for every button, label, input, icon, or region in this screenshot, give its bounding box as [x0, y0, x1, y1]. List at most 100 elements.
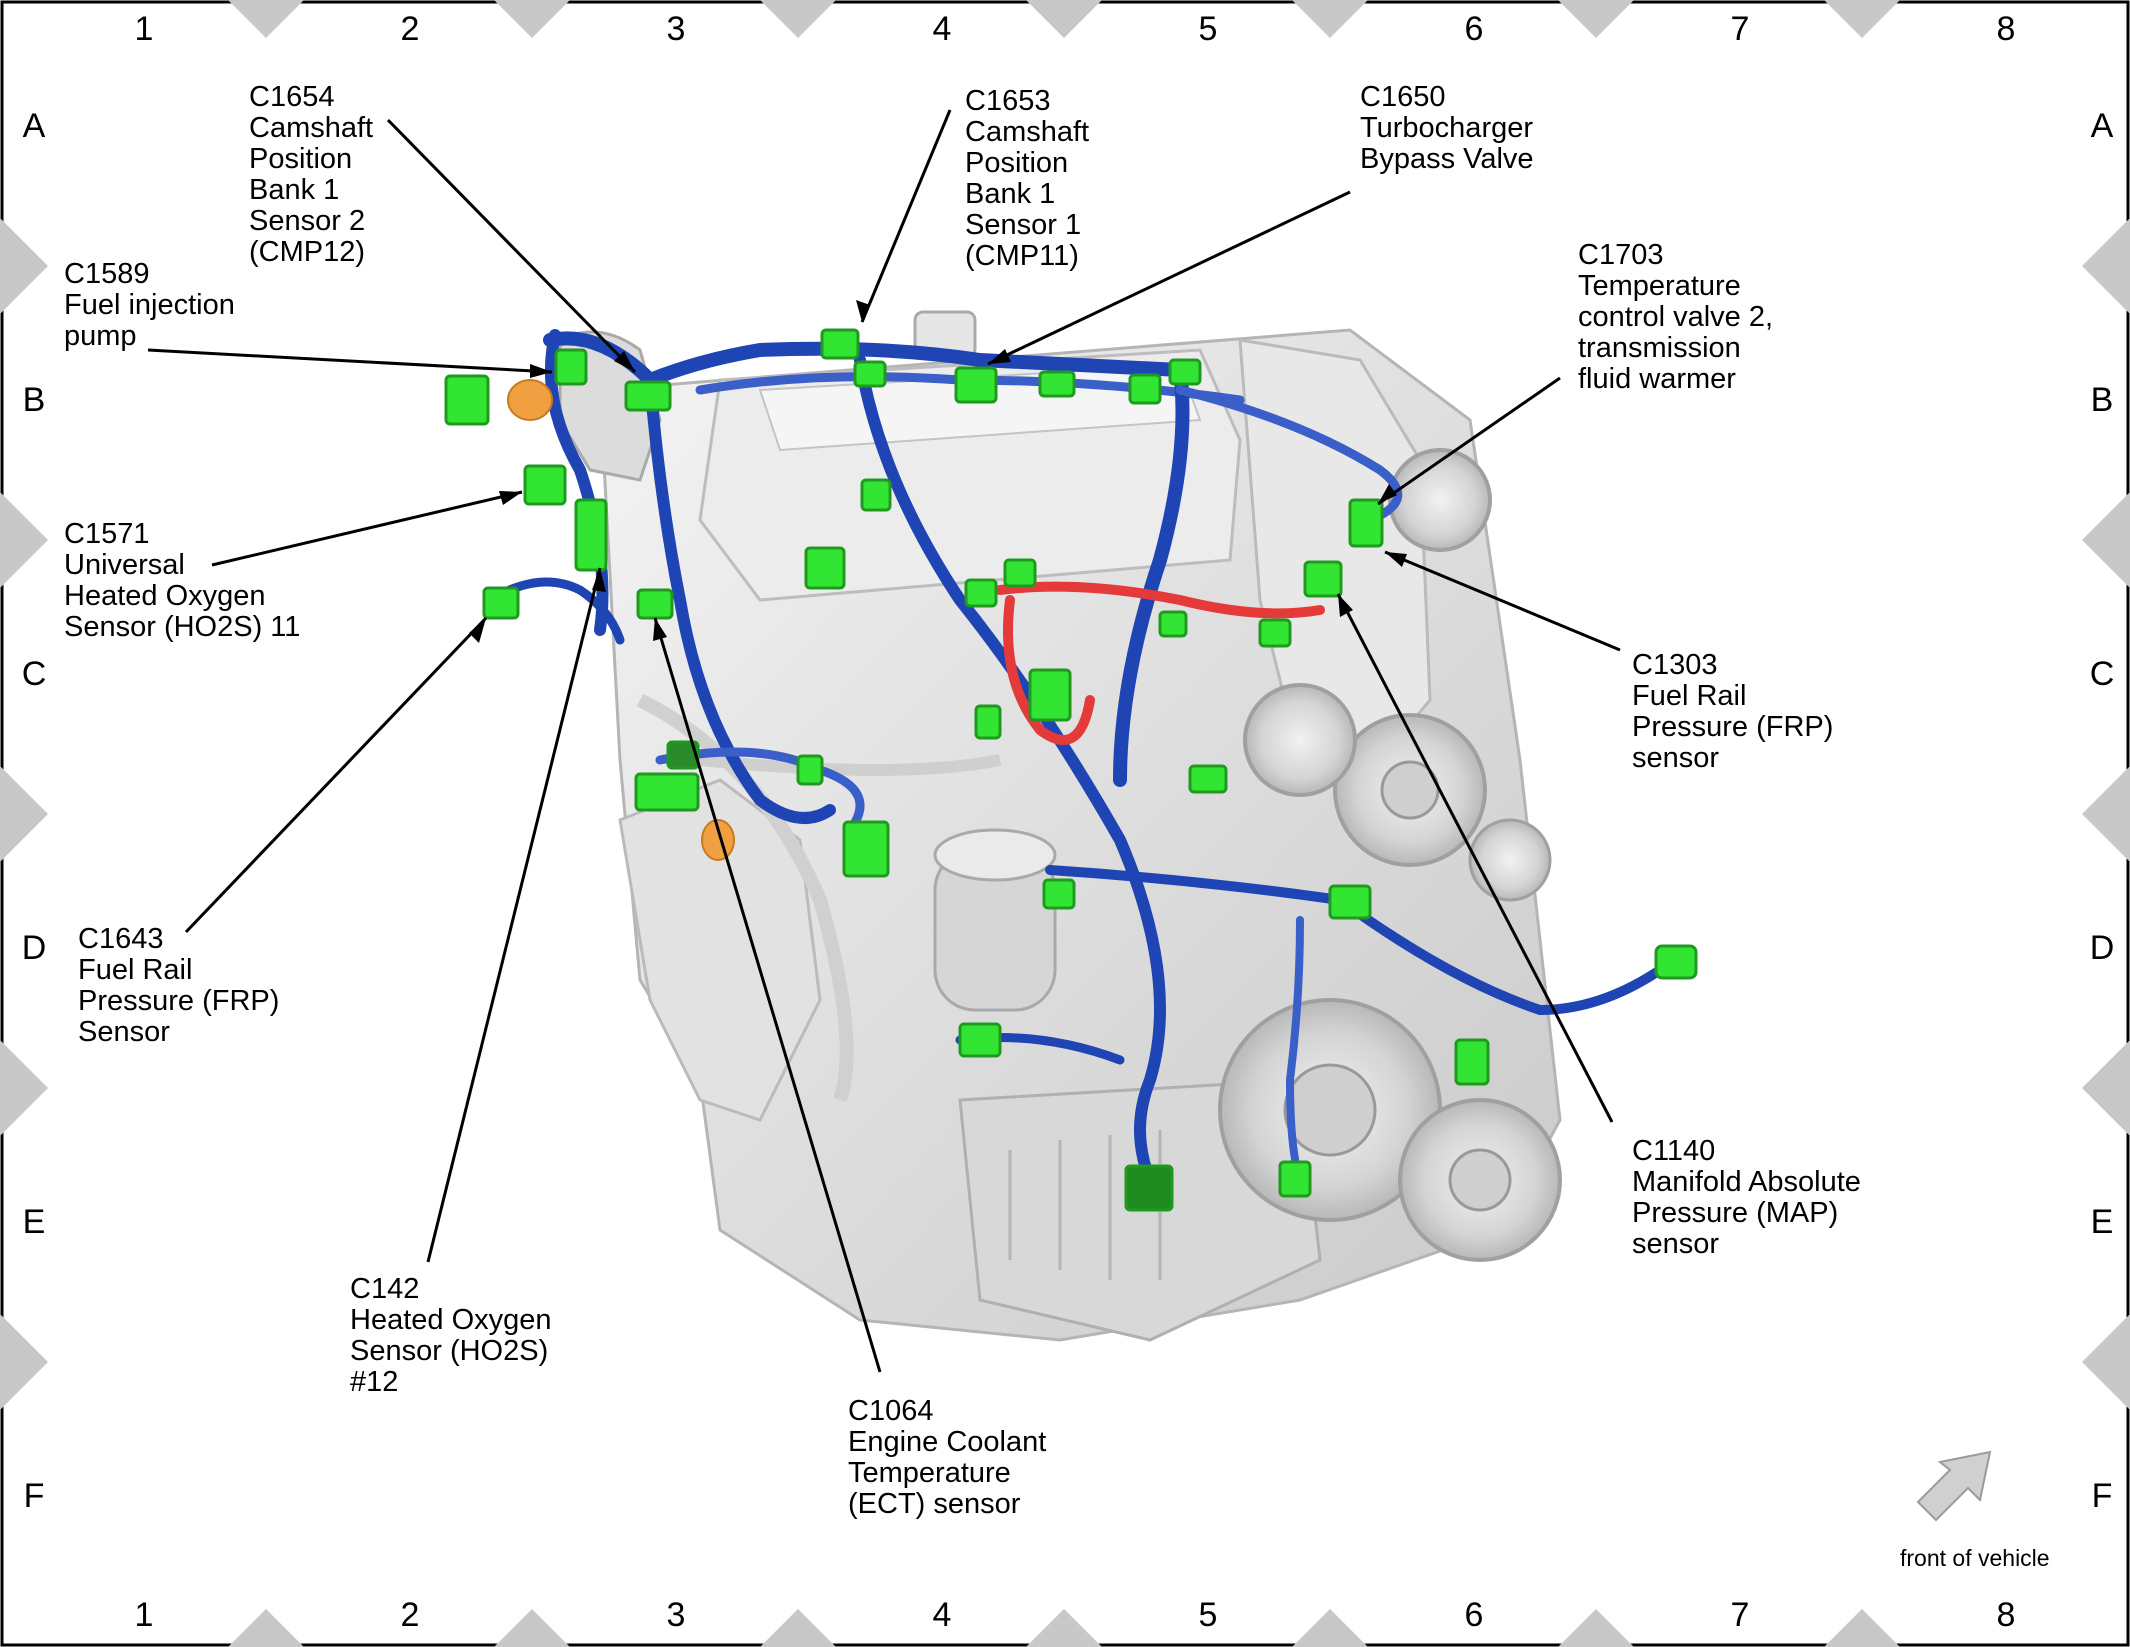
grid-col-label-top: 6	[1465, 10, 1484, 48]
arrow-c1303	[1385, 552, 1407, 567]
grid-col-label-top: 2	[401, 10, 420, 48]
leader-c1703	[1377, 376, 1561, 506]
connector-mid-5	[1188, 764, 1228, 794]
frame-diamond-bottom	[1026, 1609, 1102, 1647]
ac-pulley-hub	[1448, 1148, 1512, 1212]
frame-diamond-top	[1558, 0, 1634, 38]
arrow-c1653	[856, 300, 870, 322]
frame-diamond-right	[2082, 766, 2130, 862]
callout-line: Sensor 1	[965, 209, 1081, 241]
leader-c1653	[860, 109, 952, 323]
grid-col-label-bottom: 1	[135, 1596, 154, 1634]
frame-diamond-top	[760, 0, 836, 38]
connector-c1303	[1303, 560, 1343, 598]
frame-diamond-top	[1292, 0, 1368, 38]
callout-line: Position	[965, 147, 1068, 179]
grid-col-label-top: 3	[667, 10, 686, 48]
harness-lower-right	[1045, 865, 1665, 1015]
connector-mid-1	[964, 578, 998, 608]
connector-cyl-2	[860, 478, 892, 512]
harness-pan-branch	[1286, 916, 1304, 1184]
connector-pan-3	[1124, 1164, 1174, 1212]
connector-c1571	[523, 464, 567, 506]
connector-top-1	[853, 360, 887, 388]
frame-diamond-left	[0, 1040, 48, 1136]
callout-line: Engine Coolant	[848, 1426, 1046, 1458]
frame-diamond-left	[0, 218, 48, 314]
small-pulley	[1468, 818, 1552, 902]
connector-red-2	[1258, 618, 1292, 648]
callout-line: Sensor 2	[249, 205, 365, 237]
frame-diamond-top	[228, 0, 304, 38]
grid-col-label-top: 7	[1731, 10, 1750, 48]
frame-diamond-bottom	[228, 1609, 304, 1647]
connector-c1589	[554, 348, 588, 386]
callout-line: Turbocharger	[1360, 112, 1533, 144]
arrow-c1571	[499, 491, 522, 505]
frame-diamond-bottom	[1292, 1609, 1368, 1647]
grid-row-label-left: A	[23, 107, 46, 145]
harness-right-branch	[1175, 385, 1403, 525]
callout-line: Bank 1	[965, 178, 1055, 210]
callout-line: Heated Oxygen	[64, 580, 266, 612]
callout-line: C1650	[1360, 81, 1445, 113]
connector-c1650	[954, 366, 998, 404]
callout-line: C1654	[249, 81, 334, 113]
orange-parts	[507, 379, 735, 861]
connector-c1703	[1348, 498, 1384, 548]
callout-line: Position	[249, 143, 352, 175]
grid-col-label-bottom: 2	[401, 1596, 420, 1634]
callout-line: Universal	[64, 549, 185, 581]
callout-line: C1303	[1632, 649, 1717, 681]
connector-pan-1	[958, 1022, 1002, 1058]
connector-c1654	[624, 380, 672, 412]
frame-diamond-bottom	[760, 1609, 836, 1647]
frame-diamond-bottom	[1824, 1609, 1900, 1647]
harness-right-loop	[1113, 363, 1190, 787]
grid-col-label-bottom: 5	[1199, 1596, 1218, 1634]
leader-c1589	[147, 348, 553, 374]
harness-o2-branch	[485, 577, 625, 645]
grid-row-label-right: E	[2091, 1203, 2114, 1241]
leader-c1650	[987, 190, 1351, 366]
callout-line: Fuel Rail	[78, 954, 192, 986]
callout-line: #12	[350, 1366, 398, 1398]
connector-c1064	[636, 588, 674, 620]
callout-line: C1703	[1578, 239, 1663, 271]
callout-line: C142	[350, 1273, 419, 1305]
connector-lower-3	[1042, 878, 1076, 910]
leader-lines	[147, 109, 1621, 1373]
connector-dark-left	[666, 740, 700, 770]
callout-line: control valve 2,	[1578, 301, 1773, 333]
callout-line: Pressure (FRP)	[1632, 711, 1833, 743]
callout-line: (CMP12)	[249, 236, 365, 268]
callout-line: Pressure (MAP)	[1632, 1197, 1838, 1229]
callout-line: (CMP11)	[965, 240, 1079, 272]
connector-cyl-1	[804, 546, 846, 590]
arrow-c1589	[530, 364, 552, 378]
grid-row-label-right: C	[2090, 655, 2115, 693]
frame-diamond-top	[494, 0, 570, 38]
callout-line: Manifold Absolute	[1632, 1166, 1861, 1198]
wiring-harness	[485, 329, 1665, 1186]
tensioner-pulley	[1243, 683, 1357, 797]
arrow-c1650	[988, 349, 1011, 364]
callout-line: pump	[64, 320, 137, 352]
grid-col-label-bottom: 7	[1731, 1596, 1750, 1634]
leader-c1643	[184, 616, 488, 934]
orange-part-top	[507, 379, 553, 421]
coolant-pipe	[636, 693, 854, 1103]
harness-main-top	[543, 331, 1187, 387]
callout-line: C1643	[78, 923, 163, 955]
orange-part-low	[701, 819, 735, 861]
